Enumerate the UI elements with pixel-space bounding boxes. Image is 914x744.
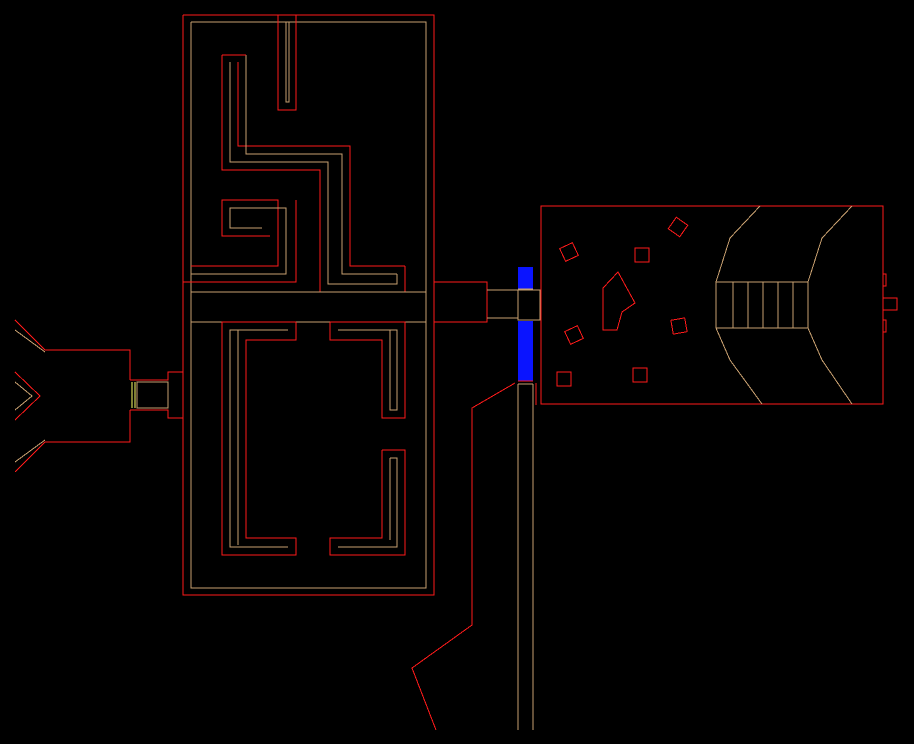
maze-upper-walls bbox=[182, 54, 406, 293]
staircase bbox=[715, 205, 853, 405]
maze-lower-walls bbox=[182, 282, 426, 556]
east-room bbox=[540, 205, 898, 405]
south-passage bbox=[411, 380, 537, 731]
pillar bbox=[634, 247, 650, 263]
maze-chamber bbox=[182, 14, 435, 596]
door-blue bbox=[518, 267, 533, 381]
pillar bbox=[670, 317, 688, 335]
pillar bbox=[559, 242, 579, 262]
west-entrance bbox=[14, 319, 183, 473]
pillar bbox=[602, 271, 636, 331]
pillar bbox=[632, 367, 648, 383]
pillar bbox=[564, 325, 584, 345]
pillar bbox=[667, 216, 689, 238]
pillar bbox=[556, 371, 572, 387]
